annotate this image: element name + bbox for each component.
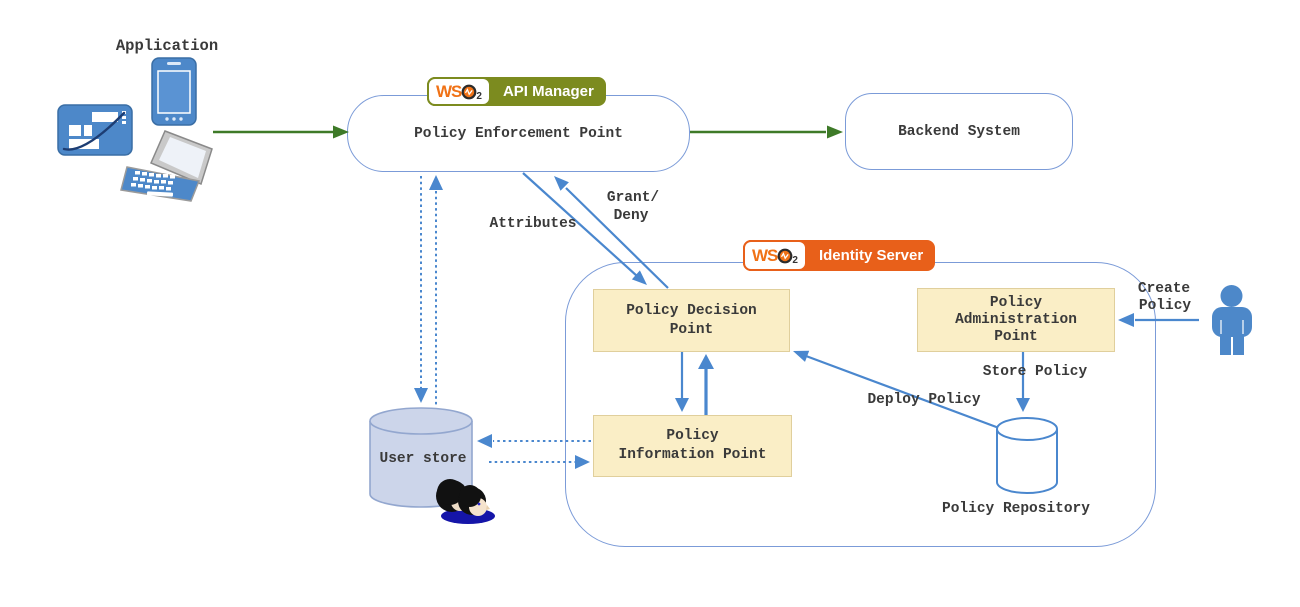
identity-server-badge-label: Identity Server bbox=[818, 247, 924, 264]
create-policy-label-line1: Create bbox=[1137, 281, 1191, 297]
pep-to-backend-arrow bbox=[690, 125, 843, 139]
application-label: Application bbox=[115, 37, 219, 55]
policy-repository-label: Policy Repository bbox=[942, 501, 1090, 517]
attributes-label: Attributes bbox=[489, 216, 577, 232]
api-manager-badge: WS 2 API Manager bbox=[427, 77, 606, 106]
wso2-ws-letters: WS bbox=[752, 245, 778, 265]
policy-administration-point-node: Policy Administration Point bbox=[917, 288, 1115, 352]
api-manager-badge-label: API Manager bbox=[502, 83, 594, 100]
grant-deny-label-line2: Deny bbox=[613, 208, 649, 224]
pep-label: Policy Enforcement Point bbox=[414, 125, 623, 142]
deploy-policy-label: Deploy Policy bbox=[867, 392, 981, 408]
identity-server-badge: WS 2 Identity Server bbox=[743, 240, 936, 271]
pap-label-line3: Point bbox=[994, 328, 1038, 345]
app-to-pep-arrow bbox=[213, 125, 349, 139]
wso2-subscript: 2 bbox=[792, 255, 798, 266]
pep-to-userstore-dashed-arrow bbox=[414, 176, 428, 403]
policy-decision-point-node: Policy Decision Point bbox=[593, 289, 790, 352]
wso2-subscript: 2 bbox=[476, 91, 482, 102]
pdp-label-line2: Point bbox=[669, 321, 714, 338]
pip-label-line2: Information Point bbox=[618, 447, 767, 463]
person-icon bbox=[1212, 285, 1252, 355]
tablet-icon bbox=[57, 104, 133, 156]
wso2-pulse-circle-icon bbox=[461, 84, 477, 99]
backend-system-node: Backend System bbox=[845, 93, 1073, 170]
wso2-pulse-circle-icon bbox=[777, 248, 793, 263]
laptop-icon bbox=[120, 130, 213, 202]
wso2-ws-letters: WS bbox=[436, 81, 462, 101]
smartphone-icon bbox=[151, 57, 197, 126]
pip-label-line1: Policy bbox=[666, 428, 719, 444]
pap-label-line2: Administration bbox=[955, 311, 1077, 328]
store-policy-label: Store Policy bbox=[982, 364, 1088, 380]
user-store-label: User store bbox=[379, 451, 467, 467]
backend-label: Backend System bbox=[898, 123, 1020, 140]
pdp-label-line1: Policy Decision bbox=[626, 302, 757, 319]
users-icon bbox=[436, 479, 495, 524]
grant-deny-label-line1: Grant/ bbox=[606, 190, 660, 206]
policy-enforcement-point-node: Policy Enforcement Point bbox=[347, 95, 690, 172]
pap-label-line1: Policy bbox=[989, 294, 1043, 311]
wso2-logo: WS 2 bbox=[743, 240, 807, 271]
wso2-logo: WS 2 bbox=[427, 77, 491, 106]
userstore-to-pep-dashed-arrow bbox=[429, 175, 443, 406]
policy-information-point-node: Policy Information Point bbox=[593, 415, 792, 477]
create-policy-label-line2: Policy bbox=[1138, 298, 1192, 314]
